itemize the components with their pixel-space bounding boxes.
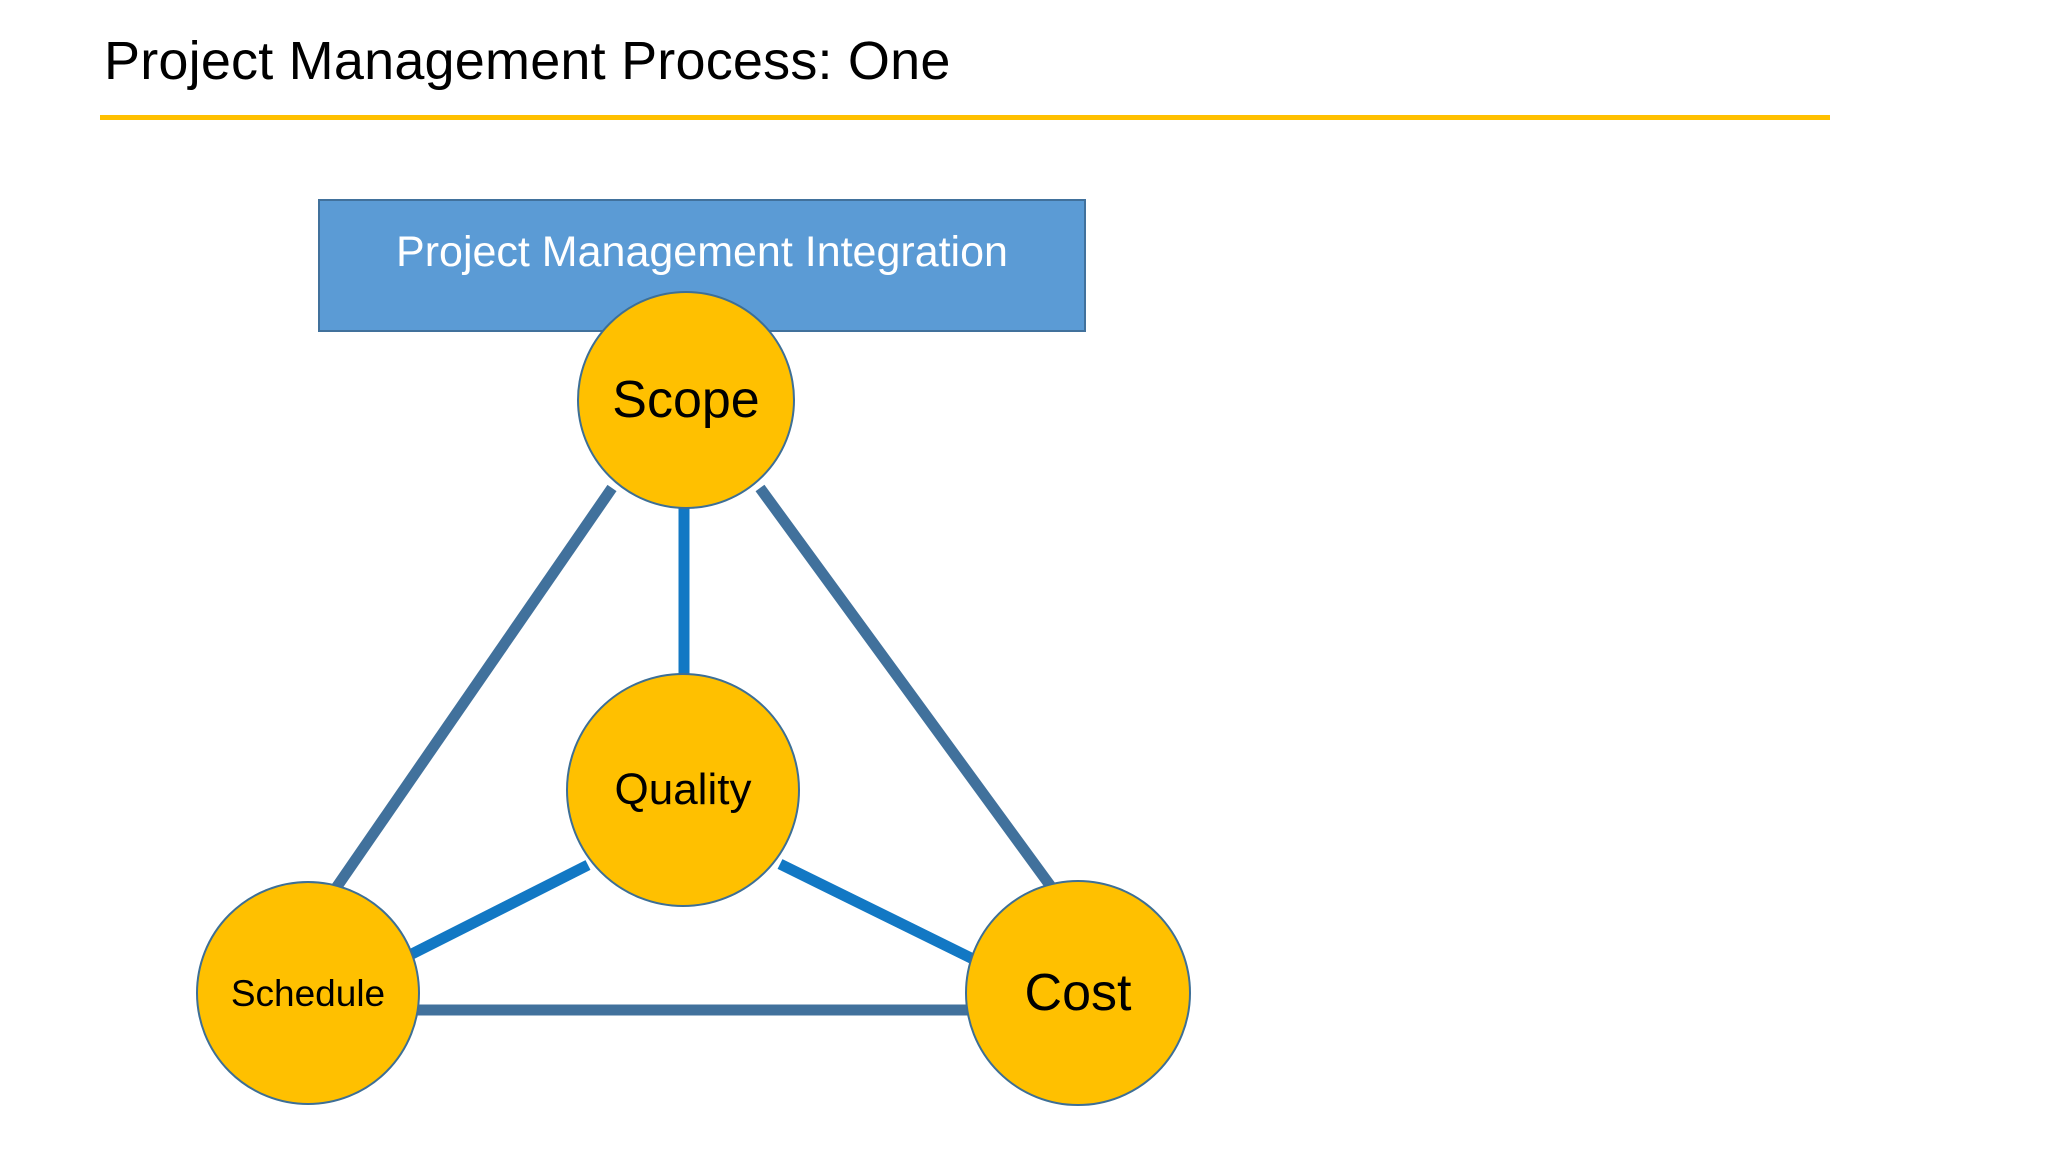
spoke-quality-schedule	[395, 860, 591, 966]
node-cost-label: Cost	[1024, 964, 1132, 1022]
node-quality-label: Quality	[614, 765, 752, 814]
title-underline-rule	[100, 115, 1830, 120]
outer-triangle-edges	[331, 484, 1057, 1016]
node-cost[interactable]: Cost	[965, 880, 1191, 1106]
inner-spoke-edges	[395, 500, 978, 966]
spoke-quality-cost	[777, 859, 978, 965]
node-scope-label: Scope	[612, 371, 760, 429]
page-title: Project Management Process: One	[104, 31, 951, 91]
integration-banner-label: Project Management Integration	[396, 228, 1008, 276]
node-quality[interactable]: Quality	[566, 673, 800, 907]
node-schedule-label: Schedule	[230, 972, 386, 1014]
edge-scope-schedule	[331, 484, 617, 892]
edge-scope-cost	[755, 484, 1057, 892]
node-schedule[interactable]: Schedule	[196, 881, 420, 1105]
node-scope[interactable]: Scope	[577, 291, 795, 509]
